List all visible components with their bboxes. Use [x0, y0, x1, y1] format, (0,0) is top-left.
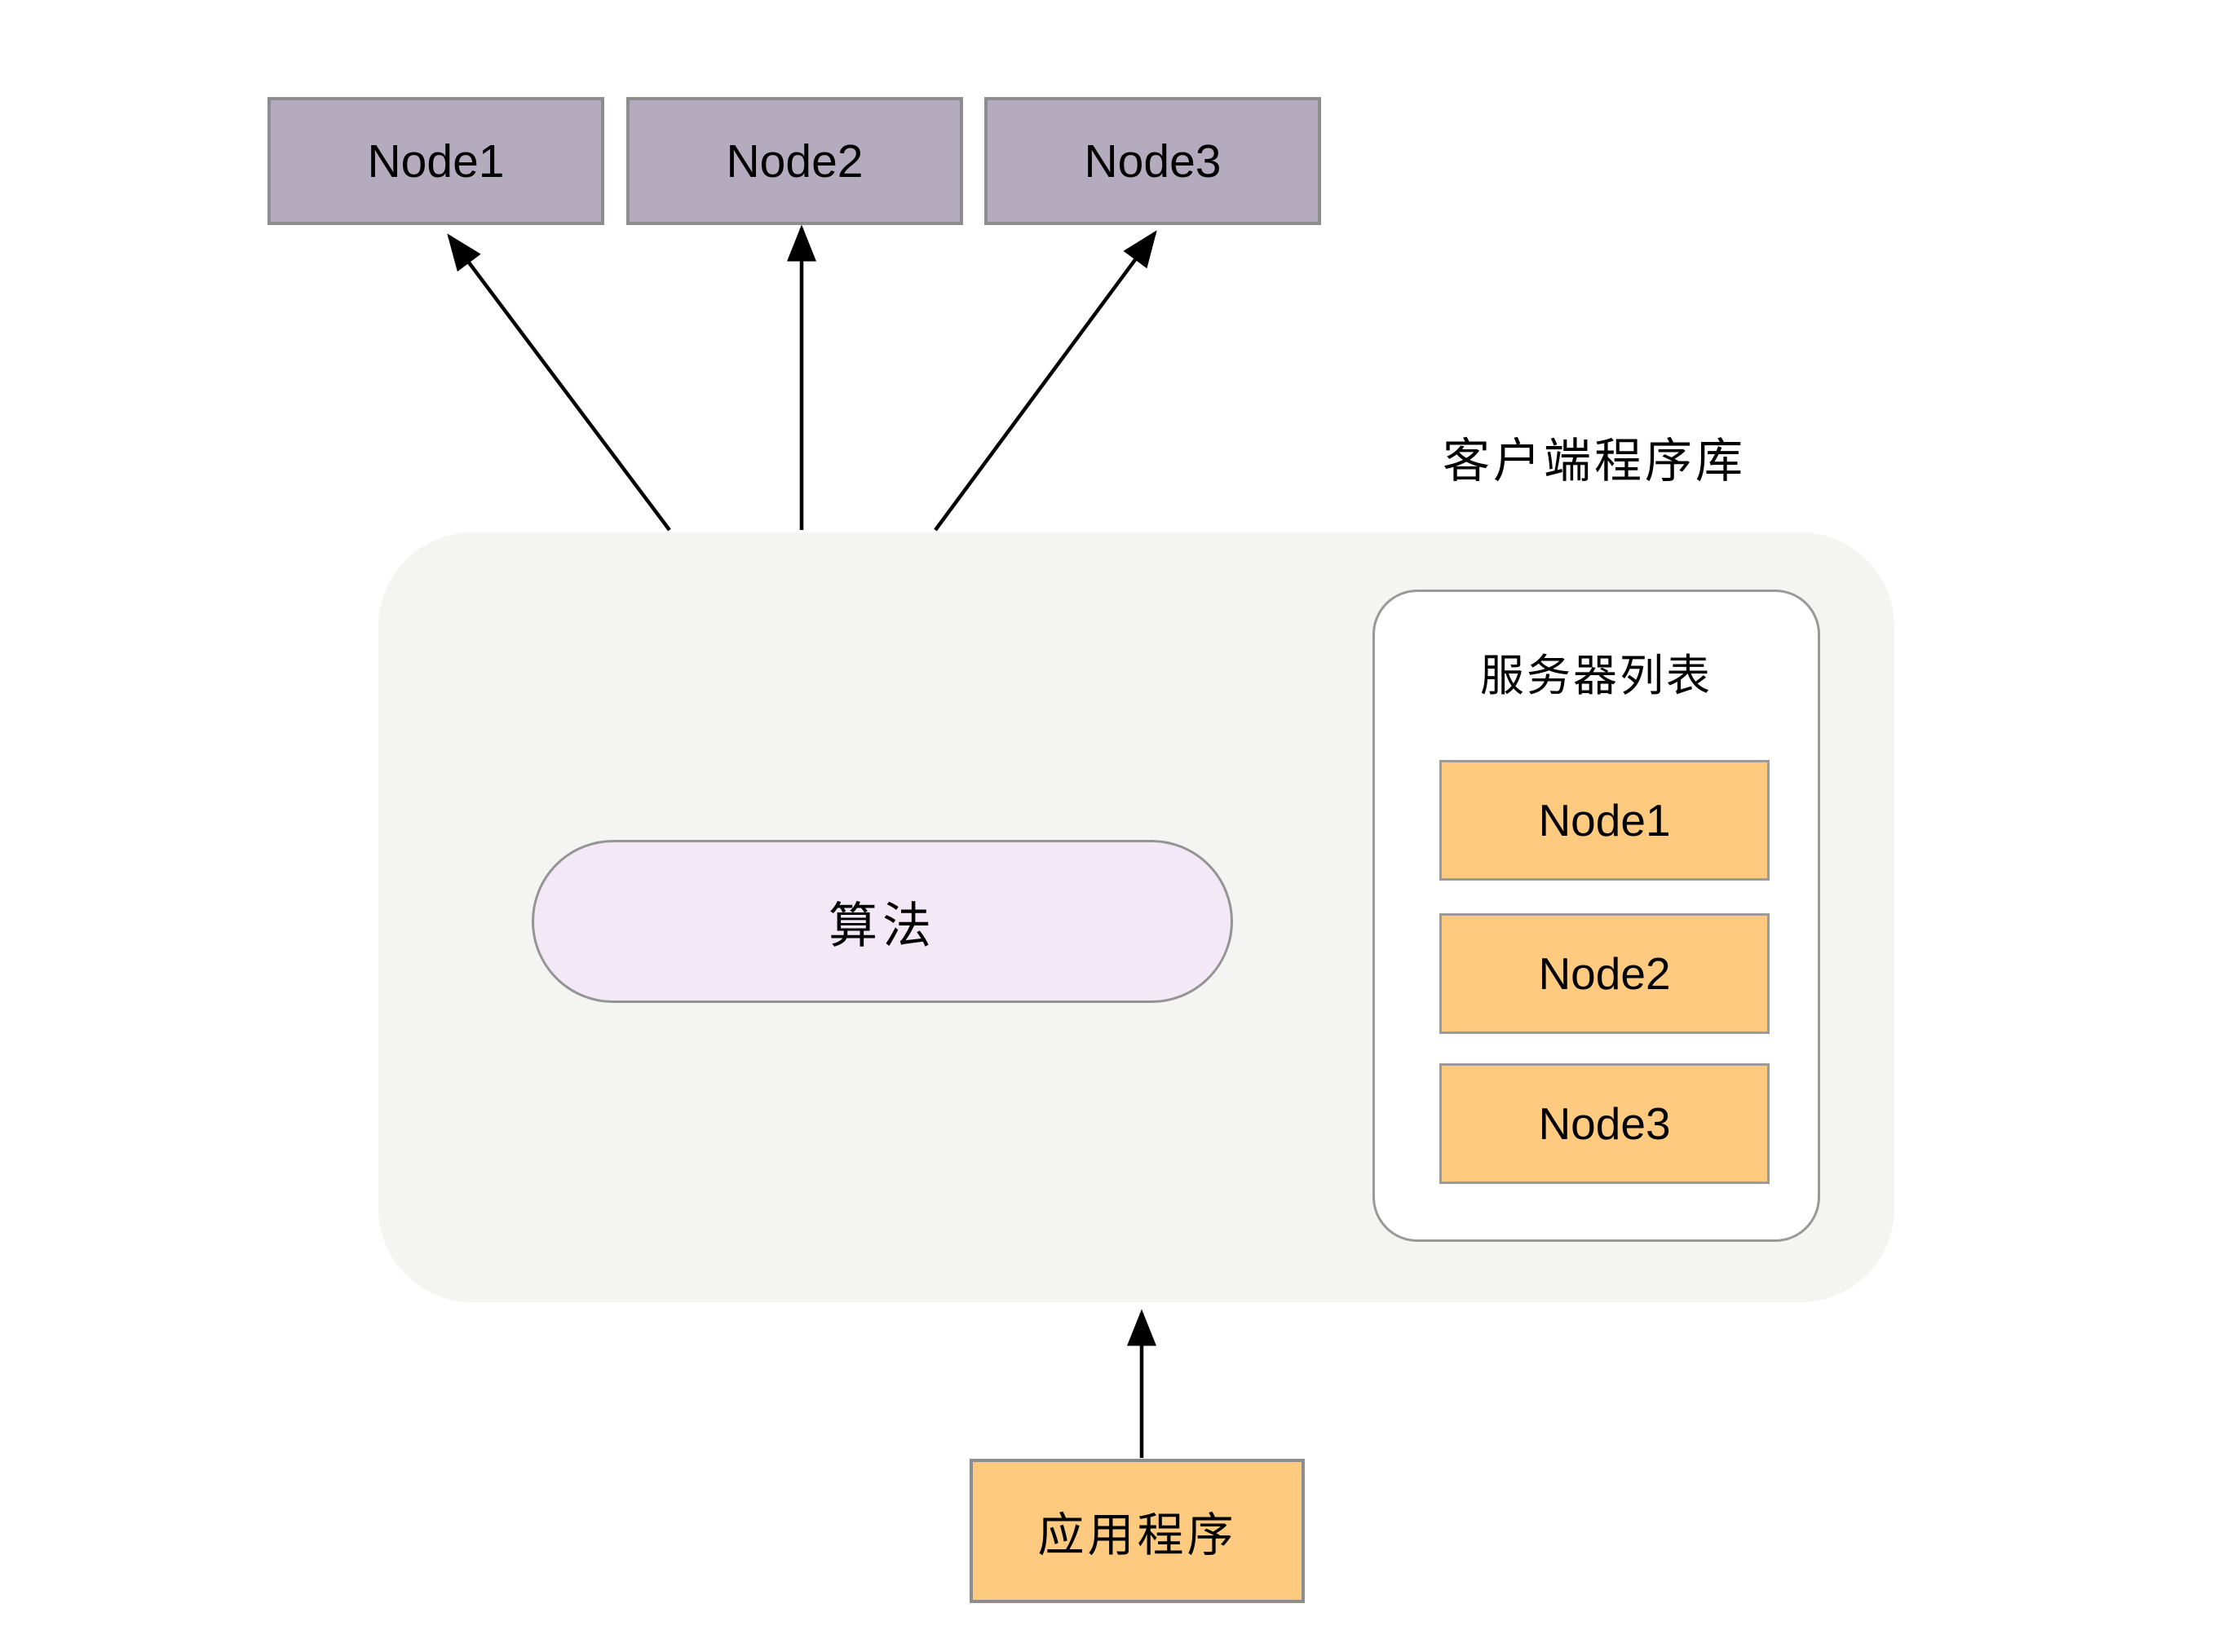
server-list-item-label: Node1 [1538, 795, 1671, 846]
application-box: 应用程序 [970, 1459, 1305, 1603]
server-list-title: 服务器列表 [1480, 652, 1713, 700]
server-node-box-2: Node2 [626, 97, 963, 225]
server-list-item-1: Node1 [1439, 760, 1770, 881]
server-node-label: Node1 [367, 135, 505, 188]
server-list-panel: 服务器列表 Node1 Node2 Node3 [1372, 590, 1820, 1242]
application-label: 应用程序 [1037, 1508, 1237, 1561]
algorithm-pill: 算法 [532, 840, 1233, 1003]
algorithm-label: 算法 [829, 898, 936, 953]
server-list-item-3: Node3 [1439, 1063, 1770, 1184]
server-node-box-1: Node1 [267, 97, 604, 225]
server-list-item-label: Node3 [1538, 1098, 1671, 1149]
server-list-item-2: Node2 [1439, 913, 1770, 1034]
server-node-label: Node2 [726, 135, 864, 188]
arrow-to-node1 [447, 233, 671, 532]
server-node-box-3: Node3 [984, 97, 1321, 225]
arrow-to-node3 [934, 230, 1157, 532]
server-node-label: Node3 [1084, 135, 1222, 188]
server-list-item-label: Node2 [1538, 948, 1671, 999]
client-library-caption: 客户端程序库 [1442, 435, 1746, 488]
